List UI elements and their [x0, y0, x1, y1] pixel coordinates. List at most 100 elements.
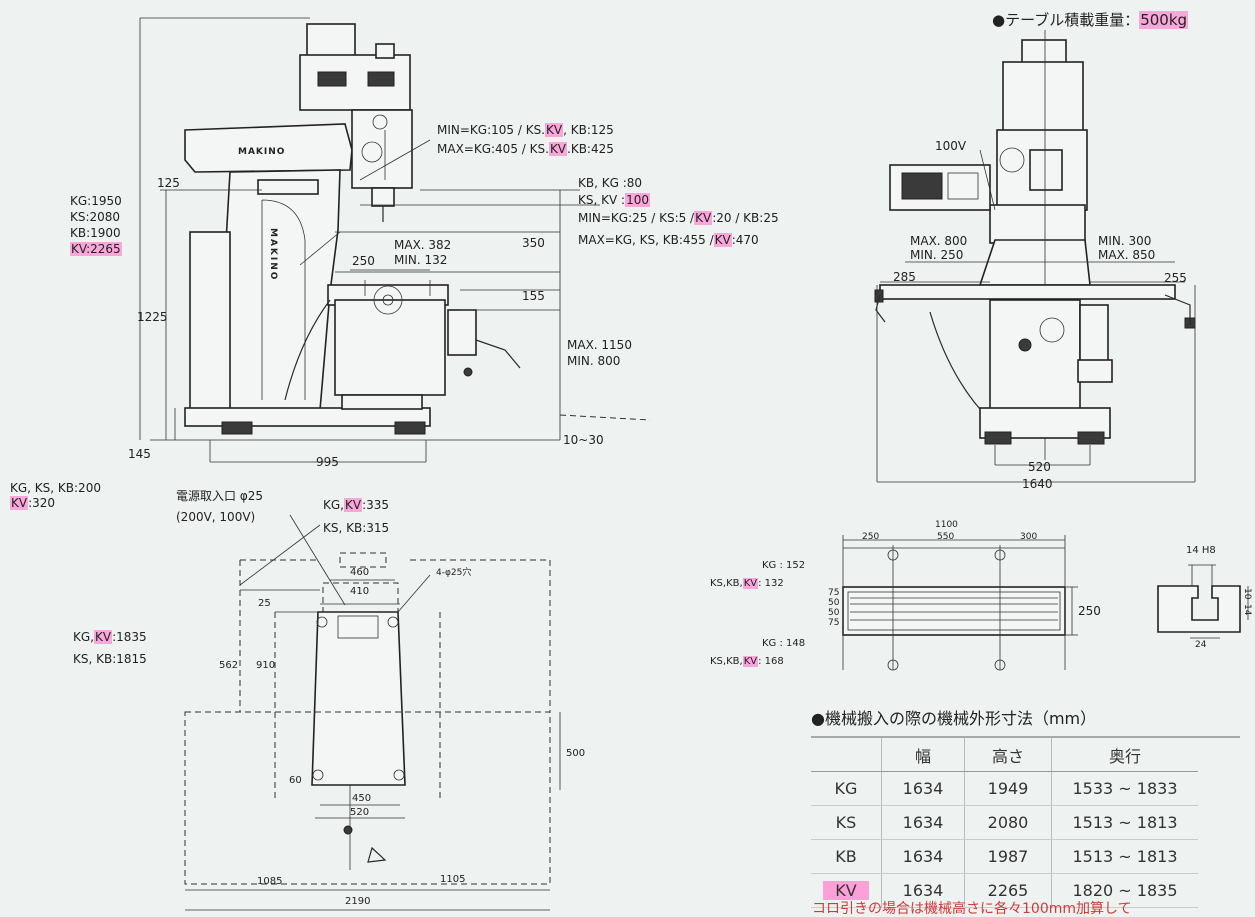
- row-depth: 1513 ~ 1813: [1051, 805, 1198, 840]
- dim-1100: 1100: [935, 520, 958, 530]
- tslot-dim-24: 24: [1195, 640, 1207, 650]
- column-brand: MAKINO: [268, 228, 278, 282]
- spec-header-row: 幅 高さ 奥行: [811, 738, 1198, 772]
- front-left-min: MIN. 250: [910, 248, 964, 262]
- tslot-section: [1157, 564, 1249, 639]
- dim-255: 255: [1164, 271, 1187, 285]
- height-kb: KB:1900: [70, 226, 121, 240]
- dim-520-front: 520: [1028, 460, 1051, 474]
- height-ks: KS:2080: [70, 210, 121, 224]
- ram-max: MAX. 382: [394, 238, 452, 252]
- table-row: KG 1634 1949 1533 ~ 1833: [811, 771, 1198, 806]
- row-depth: 1820 ~ 1835: [1051, 873, 1198, 908]
- dim-1640: 1640: [1022, 477, 1053, 491]
- dim-10-30: 10~30: [563, 433, 604, 447]
- plan-ks-kb: KS, KB:315: [323, 521, 390, 535]
- table-width-250: 250: [1078, 604, 1101, 618]
- side-view-machine: [184, 23, 521, 435]
- table-row: KV 1634 2265 1820 ~ 1835: [811, 873, 1198, 908]
- dim-1085: 1085: [257, 876, 283, 887]
- dim-562: 562: [219, 660, 239, 671]
- quill-kb-kg: KB, KG :80: [578, 176, 643, 190]
- dim-145: 145: [128, 447, 151, 461]
- height-kv: KV:2265: [70, 242, 122, 256]
- dim-1225: 1225: [137, 310, 168, 324]
- dim-125: 125: [157, 176, 180, 190]
- dim-250-side: 250: [352, 254, 375, 268]
- spec-footnote: コロ引きの場合は機械高さに各々100mm加算して: [812, 901, 1132, 917]
- row-model: KS: [811, 805, 882, 840]
- spec-table-title: ●機械搬入の際の機械外形寸法（mm）: [811, 709, 1097, 728]
- table-kg-148: KG : 148: [762, 638, 806, 649]
- plan-view-drawing: [184, 514, 561, 911]
- dim-285: 285: [893, 270, 916, 284]
- voltage-label: 100V: [935, 139, 967, 153]
- quill-max-note: MAX=KG, KS, KB:455 /KV:470: [578, 233, 759, 247]
- dim-60: 60: [289, 775, 302, 786]
- row-width: 1634: [881, 873, 965, 908]
- table-top-view: [842, 535, 1078, 671]
- row-width: 1634: [881, 805, 965, 840]
- row-depth: 1533 ~ 1833: [1051, 771, 1198, 806]
- tslot-dim-10: 10: [1242, 588, 1252, 600]
- dim-25: 25: [258, 598, 271, 609]
- dim-500: 500: [566, 748, 586, 759]
- front-view-dimensions: [876, 261, 1196, 483]
- slot-75-bottom: 75: [828, 618, 840, 628]
- spec-table: 幅 高さ 奥行 KG 1634 1949 1533 ~ 1833 KS 1634…: [811, 738, 1198, 908]
- knee-min: MIN. 800: [567, 354, 621, 368]
- knee-max: MAX. 1150: [567, 338, 632, 352]
- slot-50-b: 50: [828, 608, 840, 618]
- slot-50-a: 50: [828, 598, 840, 608]
- row-model: KG: [811, 771, 882, 806]
- row-model: KB: [811, 839, 882, 874]
- spec-header-height: 高さ: [964, 738, 1052, 772]
- dim-520-plan: 520: [350, 807, 370, 818]
- table-kg-152: KG : 152: [762, 560, 806, 571]
- dim-155: 155: [522, 289, 545, 303]
- power-inlet: 電源取入口 φ25: [176, 489, 264, 503]
- dim-2190: 2190: [345, 896, 371, 907]
- side-view-dimensions: [139, 17, 651, 463]
- height-kg: KG:1950: [70, 194, 122, 208]
- table-load-label: ●テーブル積載重量：500kg: [992, 10, 1189, 30]
- table-row: KB 1634 1987 1513 ~ 1813: [811, 839, 1198, 874]
- plan-depth-ks-kb: KS, KB:1815: [73, 652, 147, 666]
- table-ks-kb-kv-132: KS,KB,KV: 132: [710, 578, 784, 589]
- table-row: KS 1634 2080 1513 ~ 1813: [811, 805, 1198, 840]
- power-voltage: (200V, 100V): [176, 510, 256, 524]
- spec-header-depth: 奥行: [1051, 738, 1198, 772]
- dim-300: 300: [1020, 532, 1038, 542]
- row-height: 2080: [964, 805, 1052, 840]
- row-depth: 1513 ~ 1813: [1051, 839, 1198, 874]
- ram-min: MIN. 132: [394, 253, 448, 267]
- front-left-max: MAX. 800: [910, 234, 968, 248]
- dim-995: 995: [316, 455, 339, 469]
- row-height: 1949: [964, 771, 1052, 806]
- slot-75-top: 75: [828, 588, 840, 598]
- table-ks-kb-kv-168: KS,KB,KV: 168: [710, 656, 784, 667]
- dim-350: 350: [522, 236, 545, 250]
- plan-depth-kg-kv: KG,KV:1835: [73, 630, 147, 644]
- table-load-text: ●テーブル積載重量：: [992, 11, 1140, 29]
- base-note-2: KV:320: [10, 496, 56, 510]
- tslot-dim-14: 14: [1242, 604, 1252, 616]
- dim-910: 910: [256, 660, 276, 671]
- spindle-min-note: MIN=KG:105 / KS.KV, KB:125: [437, 123, 614, 137]
- dim-1105: 1105: [440, 874, 466, 885]
- brand-logo: MAKINO: [238, 147, 286, 157]
- quill-min-note: MIN=KG:25 / KS:5 /KV:20 / KB:25: [578, 211, 779, 225]
- dim-550: 550: [937, 532, 955, 542]
- plan-kg-kv: KG,KV:335: [323, 498, 390, 512]
- front-right-min: MIN. 300: [1098, 234, 1152, 248]
- row-height: 2265: [964, 873, 1052, 908]
- front-right-max: MAX. 850: [1098, 248, 1156, 262]
- dim-450: 450: [352, 793, 372, 804]
- table-load-value: 500kg: [1139, 11, 1189, 29]
- row-model: KV: [811, 873, 882, 908]
- dim-460: 460: [350, 567, 370, 578]
- dim-410: 410: [350, 586, 370, 597]
- spec-header-model: [811, 738, 882, 772]
